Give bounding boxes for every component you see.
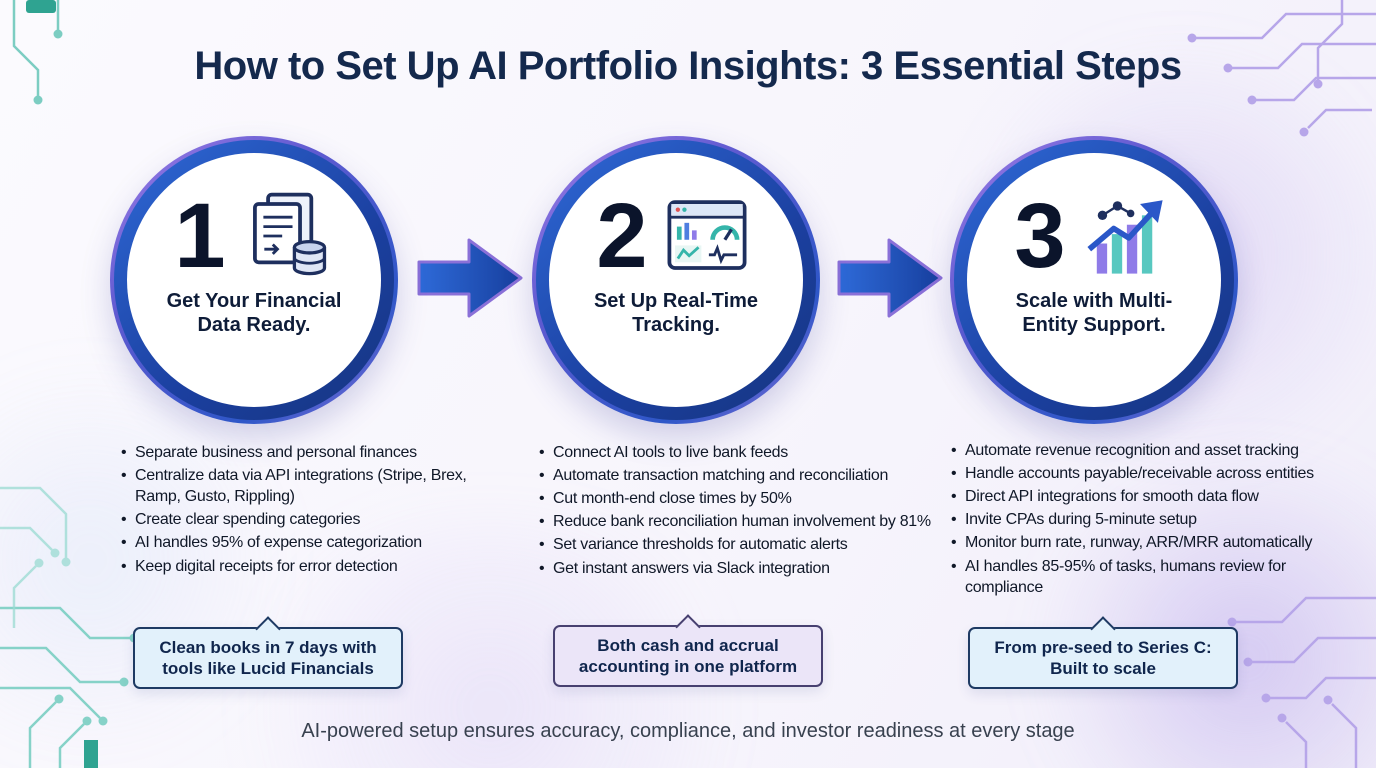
callout-step-2: Both cash and accrual accounting in one … [553, 625, 823, 687]
dashboard-icon [658, 189, 756, 283]
bullet-item: AI handles 85-95% of tasks, humans revie… [950, 556, 1355, 598]
step-1-ring: 1 [114, 140, 394, 420]
step-number: 2 [596, 185, 648, 287]
step-3-circle: 3 [950, 136, 1238, 424]
arrow-right-icon [415, 226, 527, 335]
bullet-item: Centralize data via API integrations (St… [120, 465, 480, 507]
callout-step-1: Clean books in 7 days with tools like Lu… [133, 627, 403, 689]
step-3-ring: 3 [954, 140, 1234, 420]
step-title: Set Up Real-Time Tracking. [593, 290, 759, 336]
step-number: 3 [1014, 185, 1066, 287]
page-title: How to Set Up AI Portfolio Insights: 3 E… [194, 44, 1182, 88]
step-3-bullets: Automate revenue recognition and asset t… [950, 440, 1355, 600]
callout-step-3: From pre-seed to Series C: Built to scal… [968, 627, 1238, 689]
documents-database-icon [236, 189, 334, 283]
step-2-circle: 2 [532, 136, 820, 424]
arrow-right-icon [835, 226, 947, 335]
step-1-bullets: Separate business and personal finances … [120, 442, 480, 579]
step-title: Scale with Multi-Entity Support. [1015, 290, 1173, 336]
bullet-item: Invite CPAs during 5-minute setup [950, 509, 1355, 530]
bullet-item: Separate business and personal finances [120, 442, 480, 463]
growth-chart-icon [1076, 189, 1174, 283]
callout-text: Clean books in 7 days with tools like Lu… [159, 637, 377, 678]
bullet-item: Direct API integrations for smooth data … [950, 486, 1355, 507]
bullet-item: Connect AI tools to live bank feeds [538, 442, 938, 463]
bullet-item: Cut month-end close times by 50% [538, 488, 938, 509]
bullet-item: Keep digital receipts for error detectio… [120, 556, 480, 577]
step-2-ring: 2 [536, 140, 816, 420]
bullet-item: Automate revenue recognition and asset t… [950, 440, 1355, 461]
callout-text: From pre-seed to Series C: Built to scal… [994, 637, 1212, 678]
bullet-item: Monitor burn rate, runway, ARR/MRR autom… [950, 532, 1355, 553]
bullet-item: Automate transaction matching and reconc… [538, 465, 938, 486]
step-2-bullets: Connect AI tools to live bank feeds Auto… [538, 442, 938, 581]
bullet-item: Reduce bank reconciliation human involve… [538, 511, 938, 532]
step-number: 1 [174, 185, 226, 287]
bullet-item: Handle accounts payable/receivable acros… [950, 463, 1355, 484]
footer-tagline: AI-powered setup ensures accuracy, compl… [301, 720, 1075, 742]
callout-text: Both cash and accrual accounting in one … [578, 635, 798, 676]
bullet-item: Create clear spending categories [120, 509, 480, 530]
step-title: Get Your Financial Data Ready. [166, 290, 342, 336]
bullet-item: Set variance thresholds for automatic al… [538, 534, 938, 555]
bullet-item: AI handles 95% of expense categorization [120, 532, 480, 553]
step-1-circle: 1 [110, 136, 398, 424]
bullet-item: Get instant answers via Slack integratio… [538, 558, 938, 579]
circuit-decoration-middle-left [0, 486, 71, 628]
